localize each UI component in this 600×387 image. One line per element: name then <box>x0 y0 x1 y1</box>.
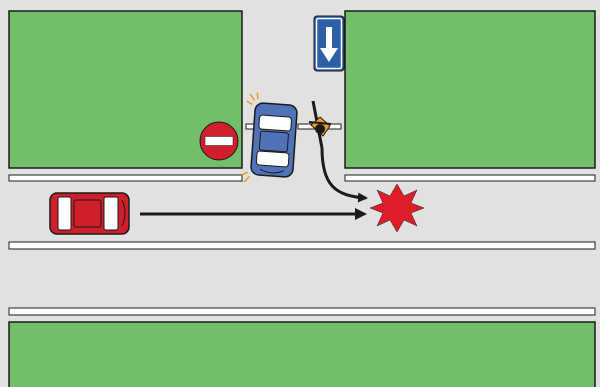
no-entry-icon <box>199 121 239 161</box>
grass-block-top-right <box>344 10 596 169</box>
curb-left <box>8 174 243 182</box>
one-way-down-arrow-icon <box>313 15 345 72</box>
cyclist-path-arrow <box>320 147 368 203</box>
collision-star-icon <box>369 183 425 233</box>
cyclist-icon <box>308 100 332 149</box>
red-car-icon <box>49 192 130 235</box>
grass-block-bottom <box>8 321 596 387</box>
curb-bottom <box>8 307 596 316</box>
lane-divider <box>8 241 596 250</box>
blue-car-icon <box>241 92 298 183</box>
curb-right <box>344 174 596 182</box>
